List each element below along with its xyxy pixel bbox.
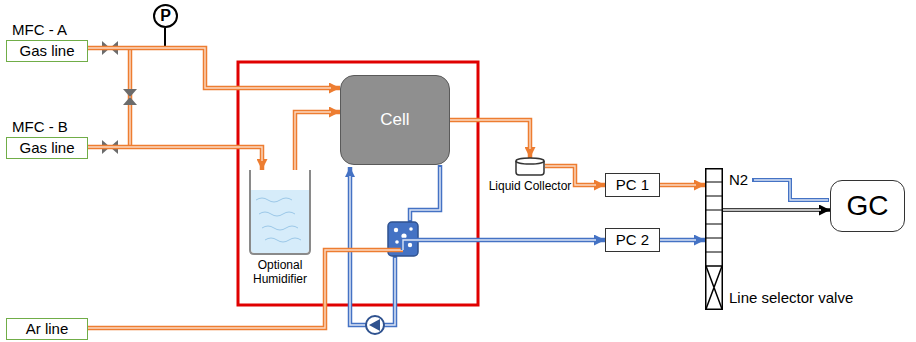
gas-line-box: MFC - BGas line — [6, 137, 88, 159]
pipe-core — [660, 184, 696, 185]
pipe-core — [660, 239, 696, 240]
pipe-connector — [88, 147, 262, 170]
cell-box: Cell — [340, 75, 450, 165]
pump-symbol — [366, 316, 384, 334]
carrier-gas-pipe — [752, 180, 829, 200]
pressure-controller: PC 2 — [605, 228, 660, 252]
valve-port-line — [705, 238, 723, 239]
node-label: Cell — [380, 110, 409, 130]
node-label: Gas line — [19, 42, 74, 59]
pipe-connector — [660, 240, 705, 241]
gas-chromatograph: GC — [830, 180, 905, 232]
pipe-line — [723, 208, 830, 212]
humidifier-vessel: Optional Humidifier — [248, 170, 312, 255]
gauge-stem — [164, 28, 166, 46]
pipe-core — [88, 250, 403, 328]
pipe-connector — [88, 240, 605, 328]
pipe-line — [450, 120, 530, 158]
pressure-gauge: P — [153, 4, 178, 28]
gas-name: N2 — [728, 171, 749, 188]
electrolyte-pipe — [410, 165, 440, 222]
node-caption: MFC - B — [12, 118, 68, 135]
water-fill — [251, 190, 309, 253]
cup-rim — [516, 158, 544, 164]
valve-port-line — [705, 265, 723, 267]
valve-port-line — [705, 252, 723, 253]
pipe-connector — [295, 112, 340, 170]
node-label: PC 2 — [616, 231, 649, 248]
pipe-line — [295, 112, 340, 170]
pipe-core — [88, 48, 331, 88]
enclosure-box — [238, 62, 478, 305]
pipe-connector — [450, 120, 530, 158]
node-label: Gas line — [19, 139, 74, 156]
pipe-core — [403, 240, 596, 250]
pipe-connector — [660, 185, 705, 186]
pipe-core — [88, 147, 262, 161]
node-caption: MFC - A — [12, 21, 67, 38]
selector-valve: Line selector valve — [705, 168, 723, 310]
water-ripple — [256, 198, 292, 202]
node-label: PC 1 — [616, 176, 649, 193]
node-label: P — [160, 7, 171, 25]
node-label: Ar line — [26, 320, 69, 337]
valve-actuator-cross — [706, 266, 722, 309]
valve-symbol — [123, 97, 137, 105]
node-caption: Optional Humidifier — [238, 259, 322, 287]
node-caption: Line selector valve — [729, 289, 853, 306]
pipe-line — [88, 250, 403, 328]
valve-body — [706, 169, 723, 310]
pipe-connector — [88, 48, 340, 88]
beaker-outline — [248, 170, 312, 255]
node-label: GC — [847, 190, 889, 222]
valve-symbol — [123, 89, 137, 97]
pipe-line — [88, 48, 340, 88]
valve-symbols — [102, 41, 137, 154]
valve-port-line — [705, 182, 723, 183]
pipe-connector — [723, 210, 830, 211]
pipe-core — [295, 112, 331, 170]
pipe-core — [723, 209, 821, 210]
node-caption: Liquid Collector — [489, 180, 572, 194]
valve-port-line — [705, 196, 723, 197]
liquid-collector: Liquid Collector — [515, 158, 545, 176]
gas-line-box: Ar line — [6, 318, 88, 340]
valve-outline — [705, 168, 723, 310]
pipe-core — [450, 120, 530, 149]
electrolyte-pipe-core — [410, 167, 440, 220]
pipe-line — [88, 147, 262, 170]
cup-outline — [515, 158, 545, 176]
pipe-line — [403, 240, 605, 250]
water-ripple — [265, 238, 301, 242]
beaker-wall — [250, 170, 310, 254]
valve-port-line — [705, 224, 723, 225]
pipe-line — [660, 183, 705, 188]
pressure-controller: PC 1 — [605, 173, 660, 197]
valve-port-line — [705, 210, 723, 211]
water-ripple — [262, 226, 298, 230]
gas-line-box: MFC - AGas line — [6, 40, 88, 62]
pipe-line — [660, 238, 705, 243]
water-ripple — [259, 212, 295, 216]
carrier-gas-pipe-core — [754, 180, 828, 200]
